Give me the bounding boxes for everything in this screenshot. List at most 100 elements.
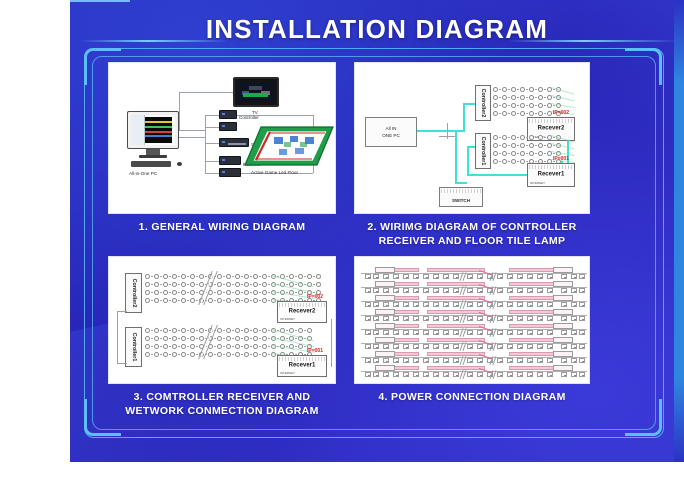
power-tile-dot (582, 346, 584, 349)
power-tile-dot (510, 360, 512, 363)
power-tile-dot (540, 276, 542, 279)
net-line-switch-recv1 (467, 174, 561, 176)
tile (244, 298, 249, 303)
panel-2-caption-line1: 2. WIRIMG DIAGRAM OF CONTROLLER (367, 221, 577, 233)
tile-wire (268, 300, 270, 301)
power-tile-dot (456, 318, 458, 321)
power-tile-cell (453, 344, 459, 349)
tile-wire (178, 276, 180, 277)
power-tile-dot (540, 332, 542, 335)
power-tile-dot (582, 318, 584, 321)
tile (502, 143, 507, 148)
power-tile-dot (530, 318, 532, 321)
power-tile-cell (453, 372, 459, 377)
power-tile-cell (579, 372, 585, 377)
power-tile-cell (413, 372, 419, 377)
tile-wire (160, 346, 162, 347)
power-tile-cell (537, 288, 543, 293)
power-tile-cell (383, 274, 389, 279)
power-tile-dot (564, 304, 566, 307)
tile-wire (268, 346, 270, 347)
power-bus-line (361, 287, 587, 288)
power-tile-cell (413, 288, 419, 293)
tile (538, 103, 543, 108)
power-tile-dot (456, 276, 458, 279)
power-tile-dot (456, 346, 458, 349)
tile (163, 274, 168, 279)
controller1-box: Controller1 (475, 133, 491, 169)
power-tile-dot (456, 332, 458, 335)
header-accent-line-right (508, 40, 678, 42)
tile (181, 282, 186, 287)
tile-wire (241, 292, 243, 293)
power-tile-cell (517, 302, 523, 307)
tile-wire (544, 145, 546, 146)
tile (547, 151, 552, 156)
p3-chain-1-row1 (145, 328, 312, 333)
panel-3-card: Controller2 (108, 256, 336, 384)
tile-wire (553, 113, 555, 114)
power-tile-cell (393, 358, 399, 363)
tile-wire (196, 330, 198, 331)
tile (529, 143, 534, 148)
power-tile-dot (456, 290, 458, 293)
tile-chain-1-row2 (493, 143, 561, 148)
power-tile-cell (373, 288, 379, 293)
tile-wire (187, 284, 189, 285)
power-tile-cell (571, 330, 577, 335)
tile (154, 298, 159, 303)
power-tile-cell (527, 316, 533, 321)
power-tile-dot (446, 290, 448, 293)
p3-return-bus-h1 (117, 311, 127, 312)
power-tile-dot (386, 374, 388, 377)
power-tile-dot (386, 332, 388, 335)
tile (163, 344, 168, 349)
tile (253, 336, 258, 341)
tile-wire (151, 354, 153, 355)
power-tile-dot (368, 346, 370, 349)
tile-wire (304, 346, 306, 347)
net-line-down-switch (455, 130, 457, 184)
tile-wire (304, 354, 306, 355)
power-tile-dot (530, 332, 532, 335)
tile-wire (517, 97, 519, 98)
power-tile-dot (574, 332, 576, 335)
receiver-device-2 (219, 168, 241, 177)
power-tile-dot (540, 346, 542, 349)
tile-wire (169, 338, 171, 339)
label-controller: Controller (239, 115, 259, 120)
tile-wire (526, 105, 528, 106)
power-tile-dot (520, 346, 522, 349)
tile (493, 151, 498, 156)
power-tile-cell (365, 302, 371, 307)
tile (547, 95, 552, 100)
tile-wire (508, 145, 510, 146)
tile (154, 282, 159, 287)
tile-wire (544, 161, 546, 162)
power-supply-block (375, 365, 395, 371)
power-tile-dot (564, 346, 566, 349)
power-tile-dot (480, 360, 482, 363)
power-tile-cell (467, 344, 473, 349)
tile (226, 282, 231, 287)
power-supply-block (375, 337, 395, 343)
tile-wire (214, 300, 216, 301)
tile-wire (544, 113, 546, 114)
tile (244, 282, 249, 287)
wire-controller-to-floor (237, 115, 313, 116)
power-tile-cell (453, 288, 459, 293)
power-tile-dot (470, 360, 472, 363)
controller-led-1 (222, 113, 225, 115)
tile (520, 95, 525, 100)
tile-wire (196, 284, 198, 285)
power-tile-cell (433, 288, 439, 293)
power-tile-cell (383, 316, 389, 321)
tile-wire (223, 338, 225, 339)
tile (511, 87, 516, 92)
panel-1-card: All-in-One PC TV Controller (108, 62, 336, 214)
power-tile-dot (416, 360, 418, 363)
tile-wire (169, 284, 171, 285)
tile-chain-1-row1 (493, 135, 561, 140)
power-tile-dot (368, 276, 370, 279)
tile-wire (232, 338, 234, 339)
